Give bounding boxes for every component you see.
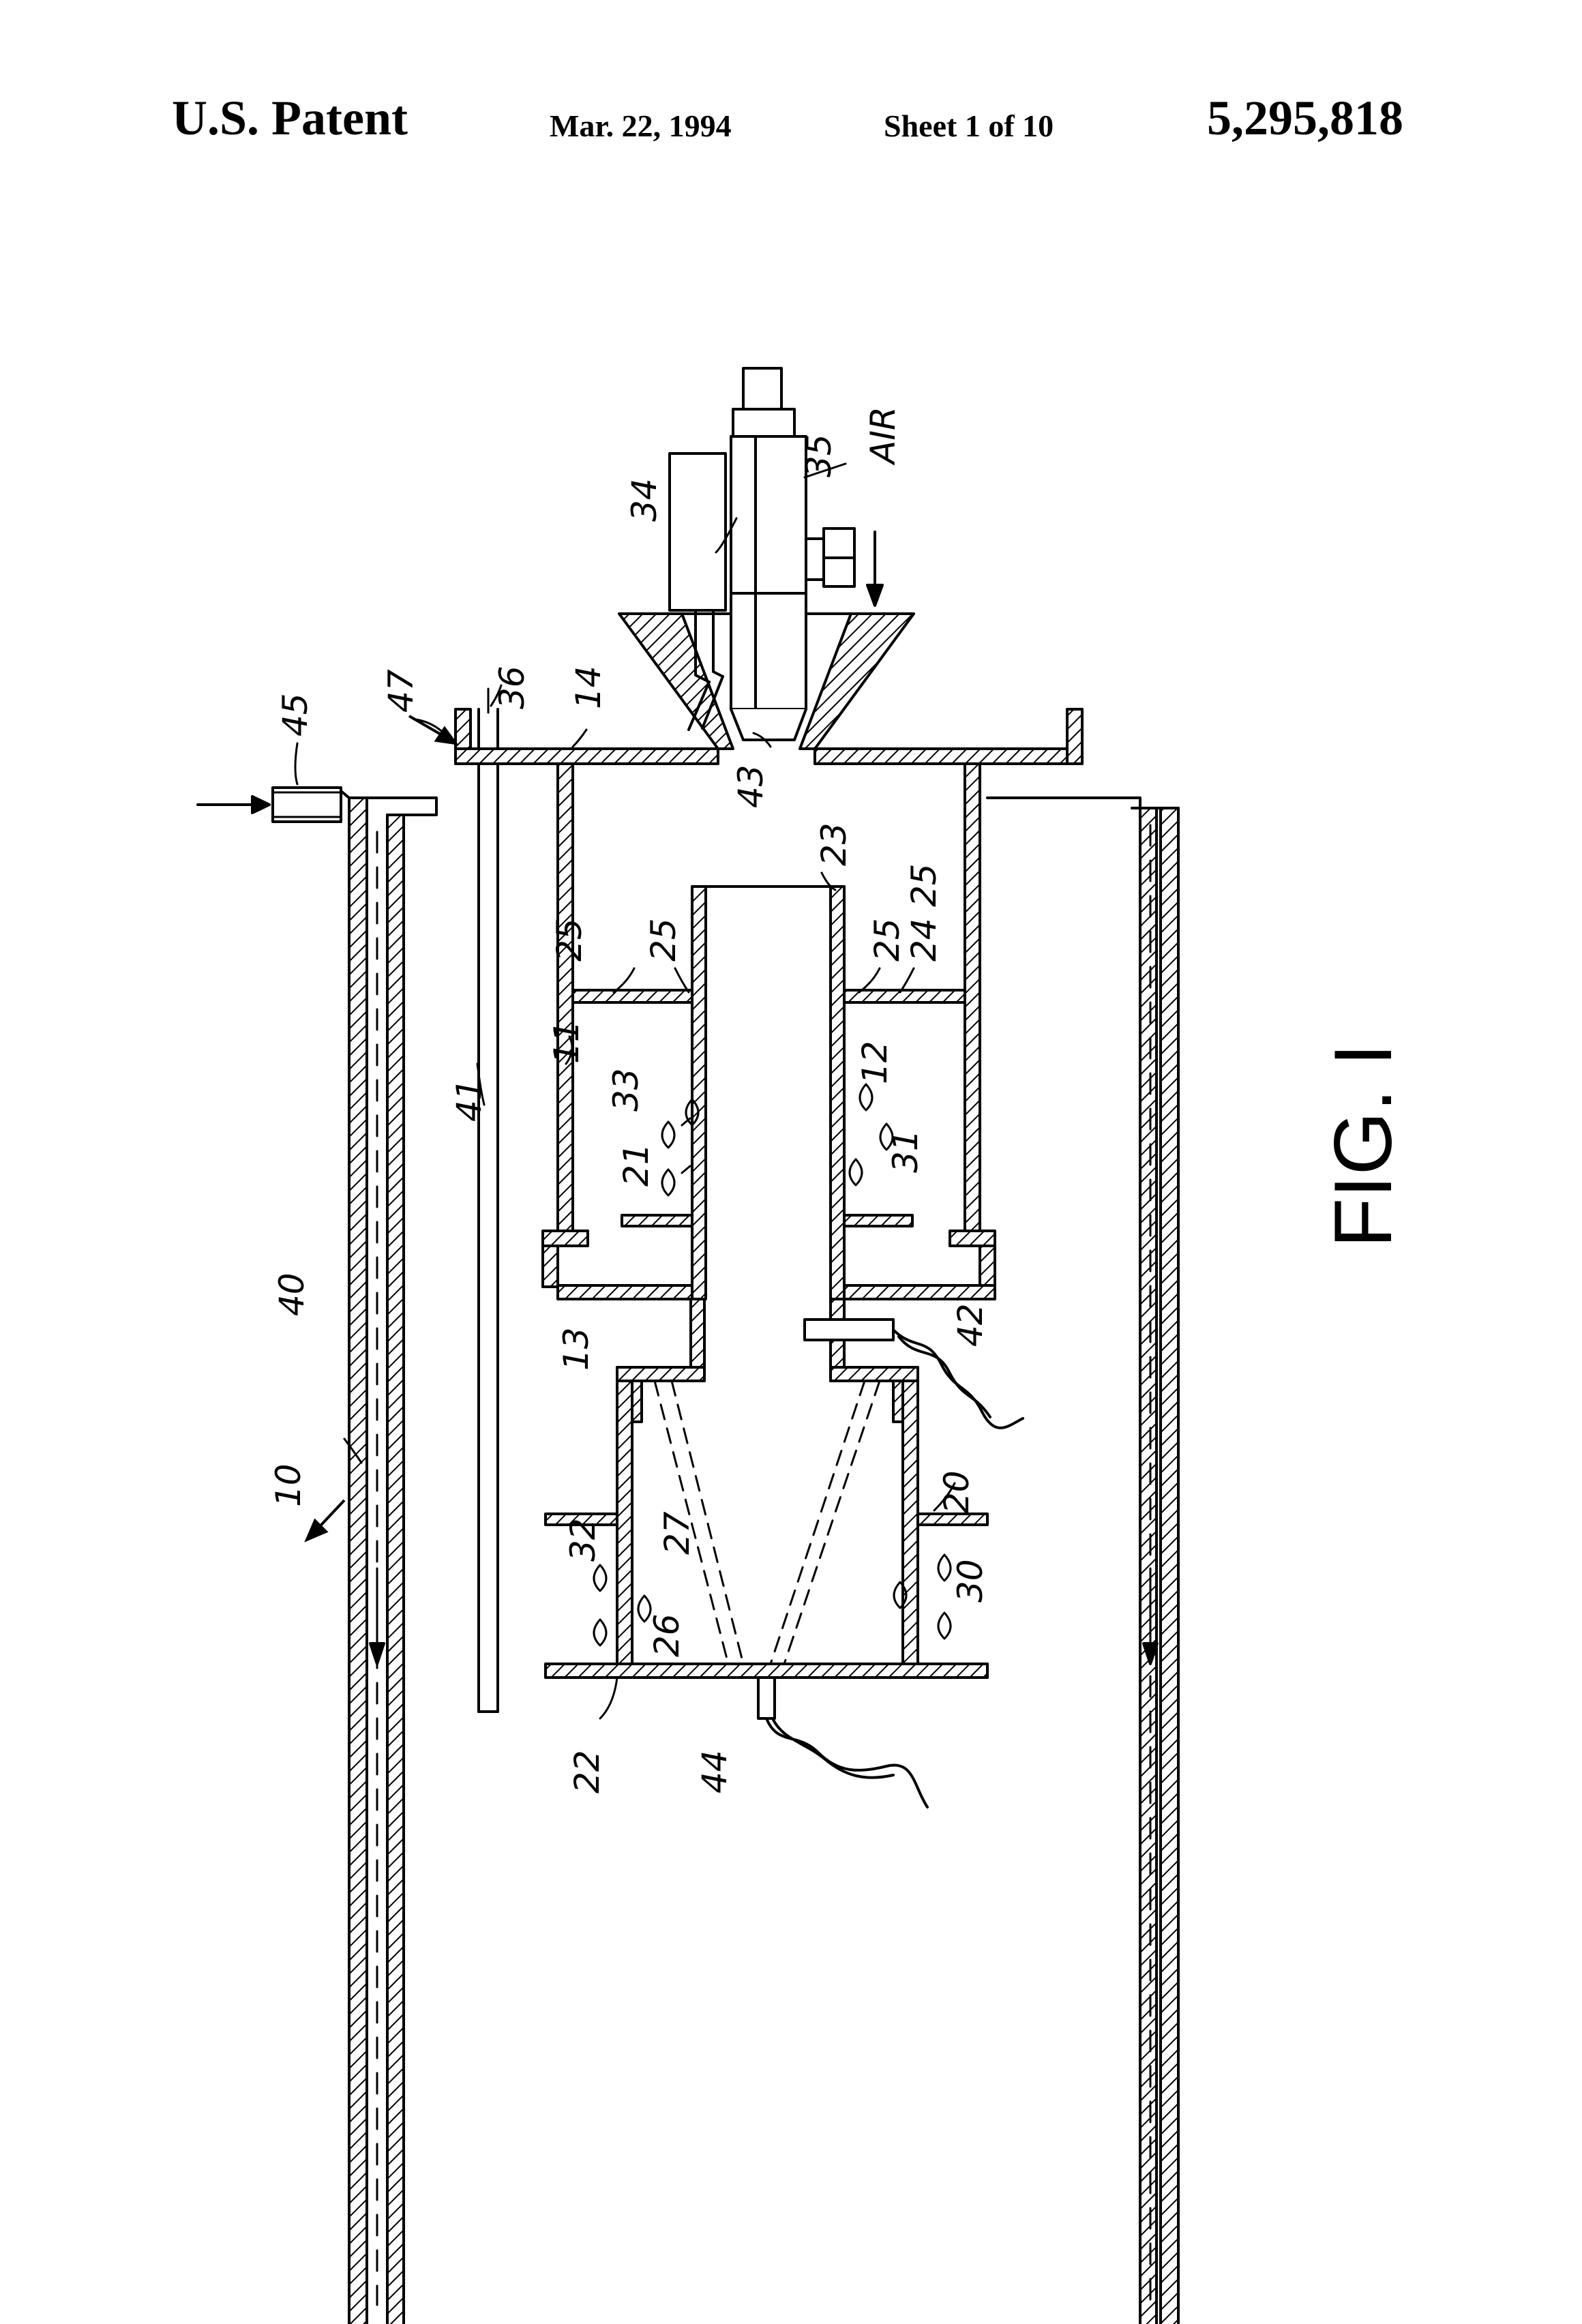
baffle-24	[573, 990, 965, 1002]
label-air: AIR	[863, 406, 903, 466]
figure-caption: FIG. I	[1317, 1043, 1409, 1248]
label-22: 22	[567, 1750, 607, 1793]
label-10: 10	[269, 1463, 308, 1507]
label-27: 27	[657, 1511, 697, 1555]
label-43: 43	[731, 764, 771, 808]
arrow-47	[409, 716, 456, 743]
probe-rod	[479, 689, 498, 1712]
label-41: 41	[449, 1078, 489, 1122]
inner-tube-12	[692, 887, 844, 1299]
label-25c: 25	[867, 918, 907, 962]
lower-chamber	[546, 1367, 987, 1678]
label-26: 26	[647, 1613, 687, 1657]
label-25b: 25	[644, 918, 683, 962]
flow-arrow-left	[370, 1568, 384, 1664]
label-34: 34	[625, 478, 664, 522]
label-11: 11	[547, 1020, 586, 1064]
label-44: 44	[695, 1750, 734, 1793]
label-36: 36	[492, 666, 532, 709]
label-40: 40	[272, 1272, 312, 1316]
label-14: 14	[569, 666, 608, 709]
label-32: 32	[563, 1518, 603, 1562]
label-42: 42	[951, 1303, 990, 1347]
inlet-arrow	[198, 796, 269, 813]
label-25a: 25	[550, 918, 589, 962]
label-13: 13	[556, 1327, 596, 1371]
water-jacket-right	[987, 798, 1178, 2324]
label-33: 33	[606, 1068, 646, 1112]
outer-shell-11	[543, 764, 995, 1299]
label-23: 23	[814, 822, 854, 866]
label-35: 35	[799, 434, 839, 477]
water-jacket-left	[273, 788, 436, 2324]
label-12: 12	[855, 1041, 895, 1084]
sensor-44	[758, 1678, 927, 1807]
baffle-21	[622, 1215, 912, 1226]
label-20: 20	[937, 1470, 976, 1514]
air-arrow	[867, 532, 882, 606]
label-30: 30	[951, 1559, 990, 1603]
label-47: 47	[381, 669, 421, 713]
label-31: 31	[886, 1129, 925, 1173]
label-24: 24	[904, 918, 944, 962]
arrow-10	[307, 1500, 344, 1540]
label-25d: 25	[904, 863, 944, 907]
label-45: 45	[275, 693, 315, 736]
label-21: 21	[616, 1143, 656, 1187]
